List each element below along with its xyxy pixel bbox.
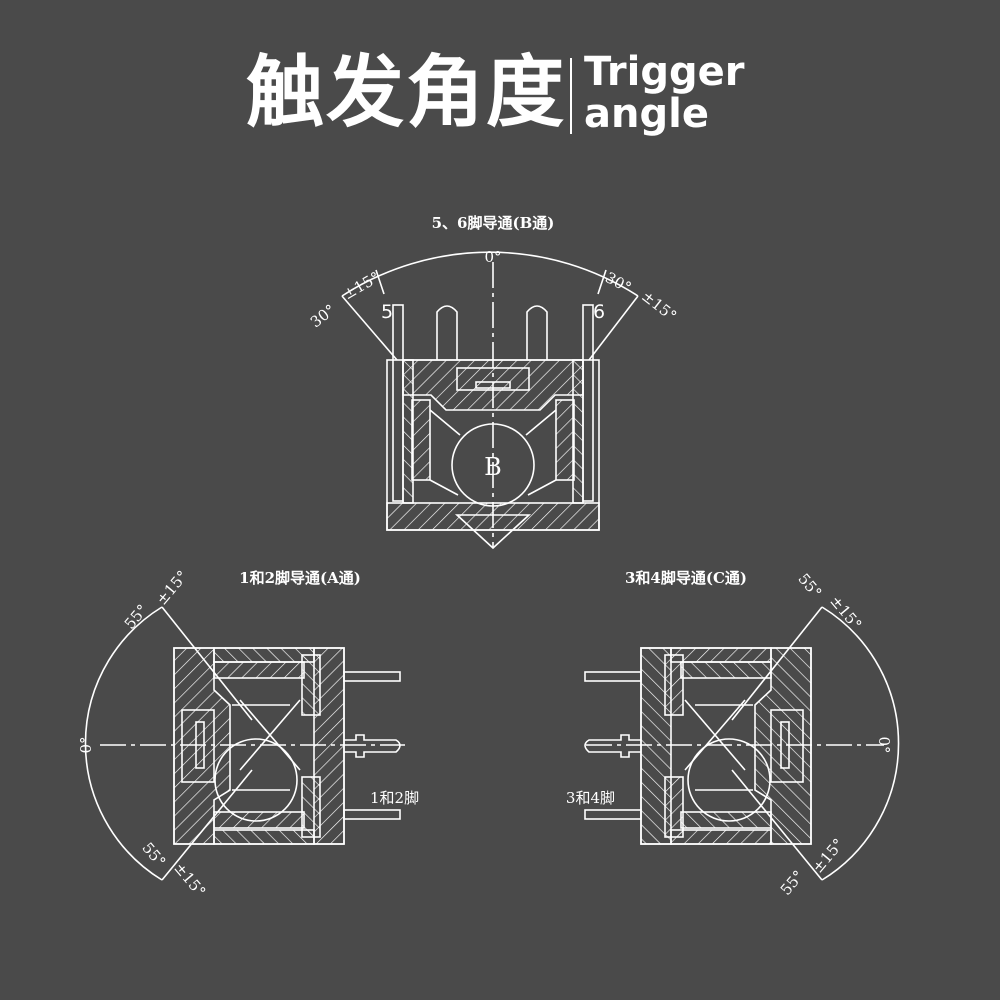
title-english-line-2: angle bbox=[584, 91, 709, 137]
limit-line-b-right bbox=[588, 295, 639, 361]
cavity-a-lines bbox=[232, 699, 301, 791]
housing-b-top-contact bbox=[475, 381, 511, 389]
ball-label-b: B bbox=[484, 453, 502, 481]
housing-a-side-contact bbox=[195, 721, 205, 769]
housing-b-top-slot bbox=[456, 367, 530, 391]
title-chinese: 触发角度 bbox=[246, 48, 567, 138]
housing-c-side-slot bbox=[770, 709, 804, 783]
lead-a-bottom bbox=[343, 809, 401, 820]
tol-label-b-left: ±15° bbox=[340, 268, 383, 303]
tol-label-a-bottom: ±15° bbox=[170, 859, 209, 901]
angle-label-c-bottom: 55° bbox=[777, 867, 808, 899]
lead-c-bottom bbox=[584, 809, 642, 820]
contact-b-right bbox=[555, 399, 575, 481]
terminal-a-top bbox=[301, 654, 321, 716]
contact-a-bottom bbox=[213, 811, 305, 829]
pin-b-right-inner bbox=[526, 305, 548, 360]
terminal-c-bottom bbox=[664, 776, 684, 838]
cavity-c-lines bbox=[684, 699, 753, 791]
angle-label-b-left: 30° bbox=[307, 301, 339, 332]
zero-label-c: 0° bbox=[875, 736, 893, 753]
tol-tick-b-left bbox=[375, 269, 385, 295]
contact-a-top bbox=[213, 661, 305, 679]
view-a: 1和2脚导通(A通) 0° 55° ±15° 55° ±15° 1和2脚 bbox=[77, 567, 419, 901]
header: 触发角度 Trigger angle bbox=[0, 0, 1000, 160]
caption-a: 1和2脚导通(A通) bbox=[239, 569, 361, 587]
ball-a bbox=[214, 738, 298, 822]
terminal-a-bottom bbox=[301, 776, 321, 838]
bottom-point-b bbox=[454, 514, 532, 550]
contact-c-top bbox=[680, 661, 772, 679]
housing-c-top-hatch bbox=[670, 647, 772, 663]
title-separator bbox=[570, 58, 572, 134]
pin-5-lead bbox=[392, 304, 404, 502]
angle-label-a-top: 55° bbox=[121, 601, 152, 633]
angle-arc-a bbox=[84, 606, 163, 881]
angle-arc-b bbox=[341, 251, 639, 297]
cavity-b-lines bbox=[429, 409, 557, 496]
pin-label-6: 6 bbox=[593, 301, 605, 323]
housing-b-bottom-hatch bbox=[386, 502, 600, 531]
pins-label-a: 1和2脚 bbox=[370, 789, 419, 807]
lead-a-middle bbox=[344, 734, 401, 758]
view-c: 3和4脚导通(C通) 0° 55° ±15° 55° ±15° 3和4脚 bbox=[566, 569, 900, 899]
housing-a-bottom-hatch bbox=[213, 829, 315, 845]
contact-b-left bbox=[411, 399, 431, 481]
pin-b-left-inner bbox=[436, 305, 458, 360]
caption-b: 5、6脚导通(B通) bbox=[432, 214, 555, 232]
tol-label-a-top: ±15° bbox=[153, 567, 192, 609]
housing-a-side-slot bbox=[181, 709, 215, 783]
zero-label-b: 0° bbox=[484, 248, 501, 266]
title-english: Trigger angle bbox=[584, 52, 744, 136]
tol-label-c-bottom: ±15° bbox=[809, 835, 848, 877]
pins-label-c: 3和4脚 bbox=[566, 789, 615, 807]
lead-a-top bbox=[343, 671, 401, 682]
housing-a-top-hatch bbox=[213, 647, 315, 663]
caption-c: 3和4脚导通(C通) bbox=[625, 569, 747, 587]
title-english-line-1: Trigger bbox=[584, 49, 745, 95]
zero-label-a: 0° bbox=[77, 736, 95, 753]
pin-label-5: 5 bbox=[381, 301, 393, 323]
angle-arc-c bbox=[821, 606, 900, 881]
tol-label-b-right: ±15° bbox=[638, 287, 680, 325]
pin-6-lead bbox=[582, 304, 594, 502]
ball-b bbox=[451, 423, 535, 507]
ball-c bbox=[687, 738, 771, 822]
lead-c-top bbox=[584, 671, 642, 682]
angle-label-b-right: 30° bbox=[602, 268, 634, 296]
angle-label-c-top: 55° bbox=[794, 570, 825, 602]
view-b: 5、6脚导通(B通) 0° 30° ±15° 30° ±15° 5 6 bbox=[307, 214, 680, 550]
limit-line-b-left bbox=[341, 295, 398, 361]
lead-c-middle bbox=[584, 734, 641, 758]
housing-c-side-contact bbox=[780, 721, 790, 769]
housing-c-bottom-hatch bbox=[670, 829, 772, 845]
tol-tick-b-right bbox=[597, 269, 607, 295]
contact-c-bottom bbox=[680, 811, 772, 829]
terminal-c-top bbox=[664, 654, 684, 716]
